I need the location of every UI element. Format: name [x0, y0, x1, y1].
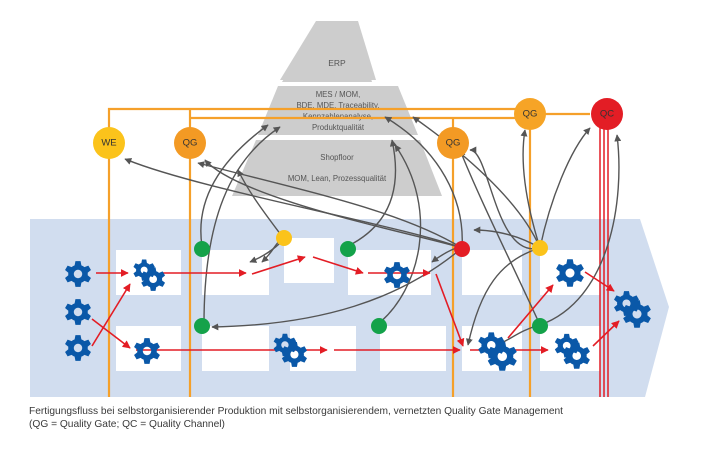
information-arrows	[124, 116, 622, 347]
info-arrow	[377, 144, 422, 325]
node-qg-3: QG	[514, 98, 546, 130]
station-box	[116, 326, 181, 371]
info-arrow	[539, 134, 622, 326]
pyramid-level-erp-tip	[321, 0, 353, 21]
info-arrow	[204, 159, 463, 249]
quality-nodes: WE QG QG QG QC	[93, 98, 623, 159]
flow-arrow	[435, 273, 465, 347]
flow-arrow	[312, 256, 364, 275]
node-qg-1-circle	[174, 127, 206, 159]
info-arrow	[384, 116, 463, 249]
flow-arrow	[507, 284, 554, 339]
station-box	[462, 250, 522, 295]
flow-arrow	[584, 271, 615, 292]
flow-arrow	[251, 255, 306, 275]
info-arrow	[459, 149, 541, 326]
node-we: WE	[93, 127, 125, 159]
status-dot-green	[194, 318, 210, 334]
status-dot-green	[340, 241, 356, 257]
node-we-circle	[93, 127, 125, 159]
info-arrow	[124, 158, 463, 249]
node-we-label: WE	[101, 138, 116, 149]
caption-line-2: (QG = Quality Gate; QC = Quality Channel…	[29, 419, 225, 430]
status-dot-green	[371, 318, 387, 334]
status-dot-yellow	[532, 240, 548, 256]
node-qc-label: QC	[600, 109, 614, 120]
pyramid-level-shopfloor	[232, 140, 442, 196]
info-arrow	[520, 129, 541, 249]
info-arrow	[211, 247, 463, 331]
info-arrow	[473, 226, 541, 249]
figure-caption: Fertigungsfluss bei selbstorganisierende…	[29, 405, 563, 431]
flow-arrow	[91, 283, 131, 347]
status-dot-green	[532, 318, 548, 334]
automation-pyramid: ERP MES / MOM, BDE, MDE, Traceability, K…	[232, 0, 442, 196]
station-box	[380, 326, 446, 371]
info-arrow	[203, 126, 281, 325]
node-qg-3-circle	[514, 98, 546, 130]
node-qg-2: QG	[437, 127, 469, 159]
pyramid-label-shopfloor-detail: MOM, Lean, Prozessqualität	[288, 174, 387, 183]
caption-line-1: Fertigungsfluss bei selbstorganisierende…	[29, 406, 563, 417]
info-arrow	[539, 127, 591, 249]
status-dot-red	[454, 241, 470, 257]
node-qc-circle	[591, 98, 623, 130]
pyramid-label-erp: ERP	[328, 58, 346, 68]
pyramid-label-mes-4: Produktqualität	[312, 123, 365, 132]
pyramid-level-erp	[280, 21, 376, 80]
pyramid-label-mes-1: MES / MOM,	[316, 90, 361, 99]
info-arrow	[347, 139, 397, 247]
status-dots	[194, 230, 548, 334]
node-qg-1-label: QG	[183, 138, 198, 149]
info-arrow	[465, 247, 541, 346]
status-dot-green	[194, 241, 210, 257]
info-arrow	[200, 124, 269, 247]
station-box	[202, 326, 269, 371]
pyramid-label-mes-2: BDE, MDE, Traceability,	[296, 101, 379, 110]
quality-channel	[599, 125, 609, 397]
node-qc: QC	[591, 98, 623, 130]
station-box	[540, 250, 600, 295]
pyramid-label-mes-3: Kennzahlenanalyse,	[303, 112, 373, 121]
pyramid-label-shopfloor: Shopfloor	[320, 153, 354, 162]
node-qg-3-label: QG	[523, 109, 538, 120]
node-qg-2-circle	[437, 127, 469, 159]
info-arrow	[469, 146, 541, 250]
status-dot-yellow	[276, 230, 292, 246]
flow-arrow	[91, 318, 131, 349]
node-qg-2-label: QG	[446, 138, 461, 149]
pyramid-level-mes	[258, 86, 418, 135]
node-qg-1: QG	[174, 127, 206, 159]
flow-arrow	[592, 320, 620, 347]
